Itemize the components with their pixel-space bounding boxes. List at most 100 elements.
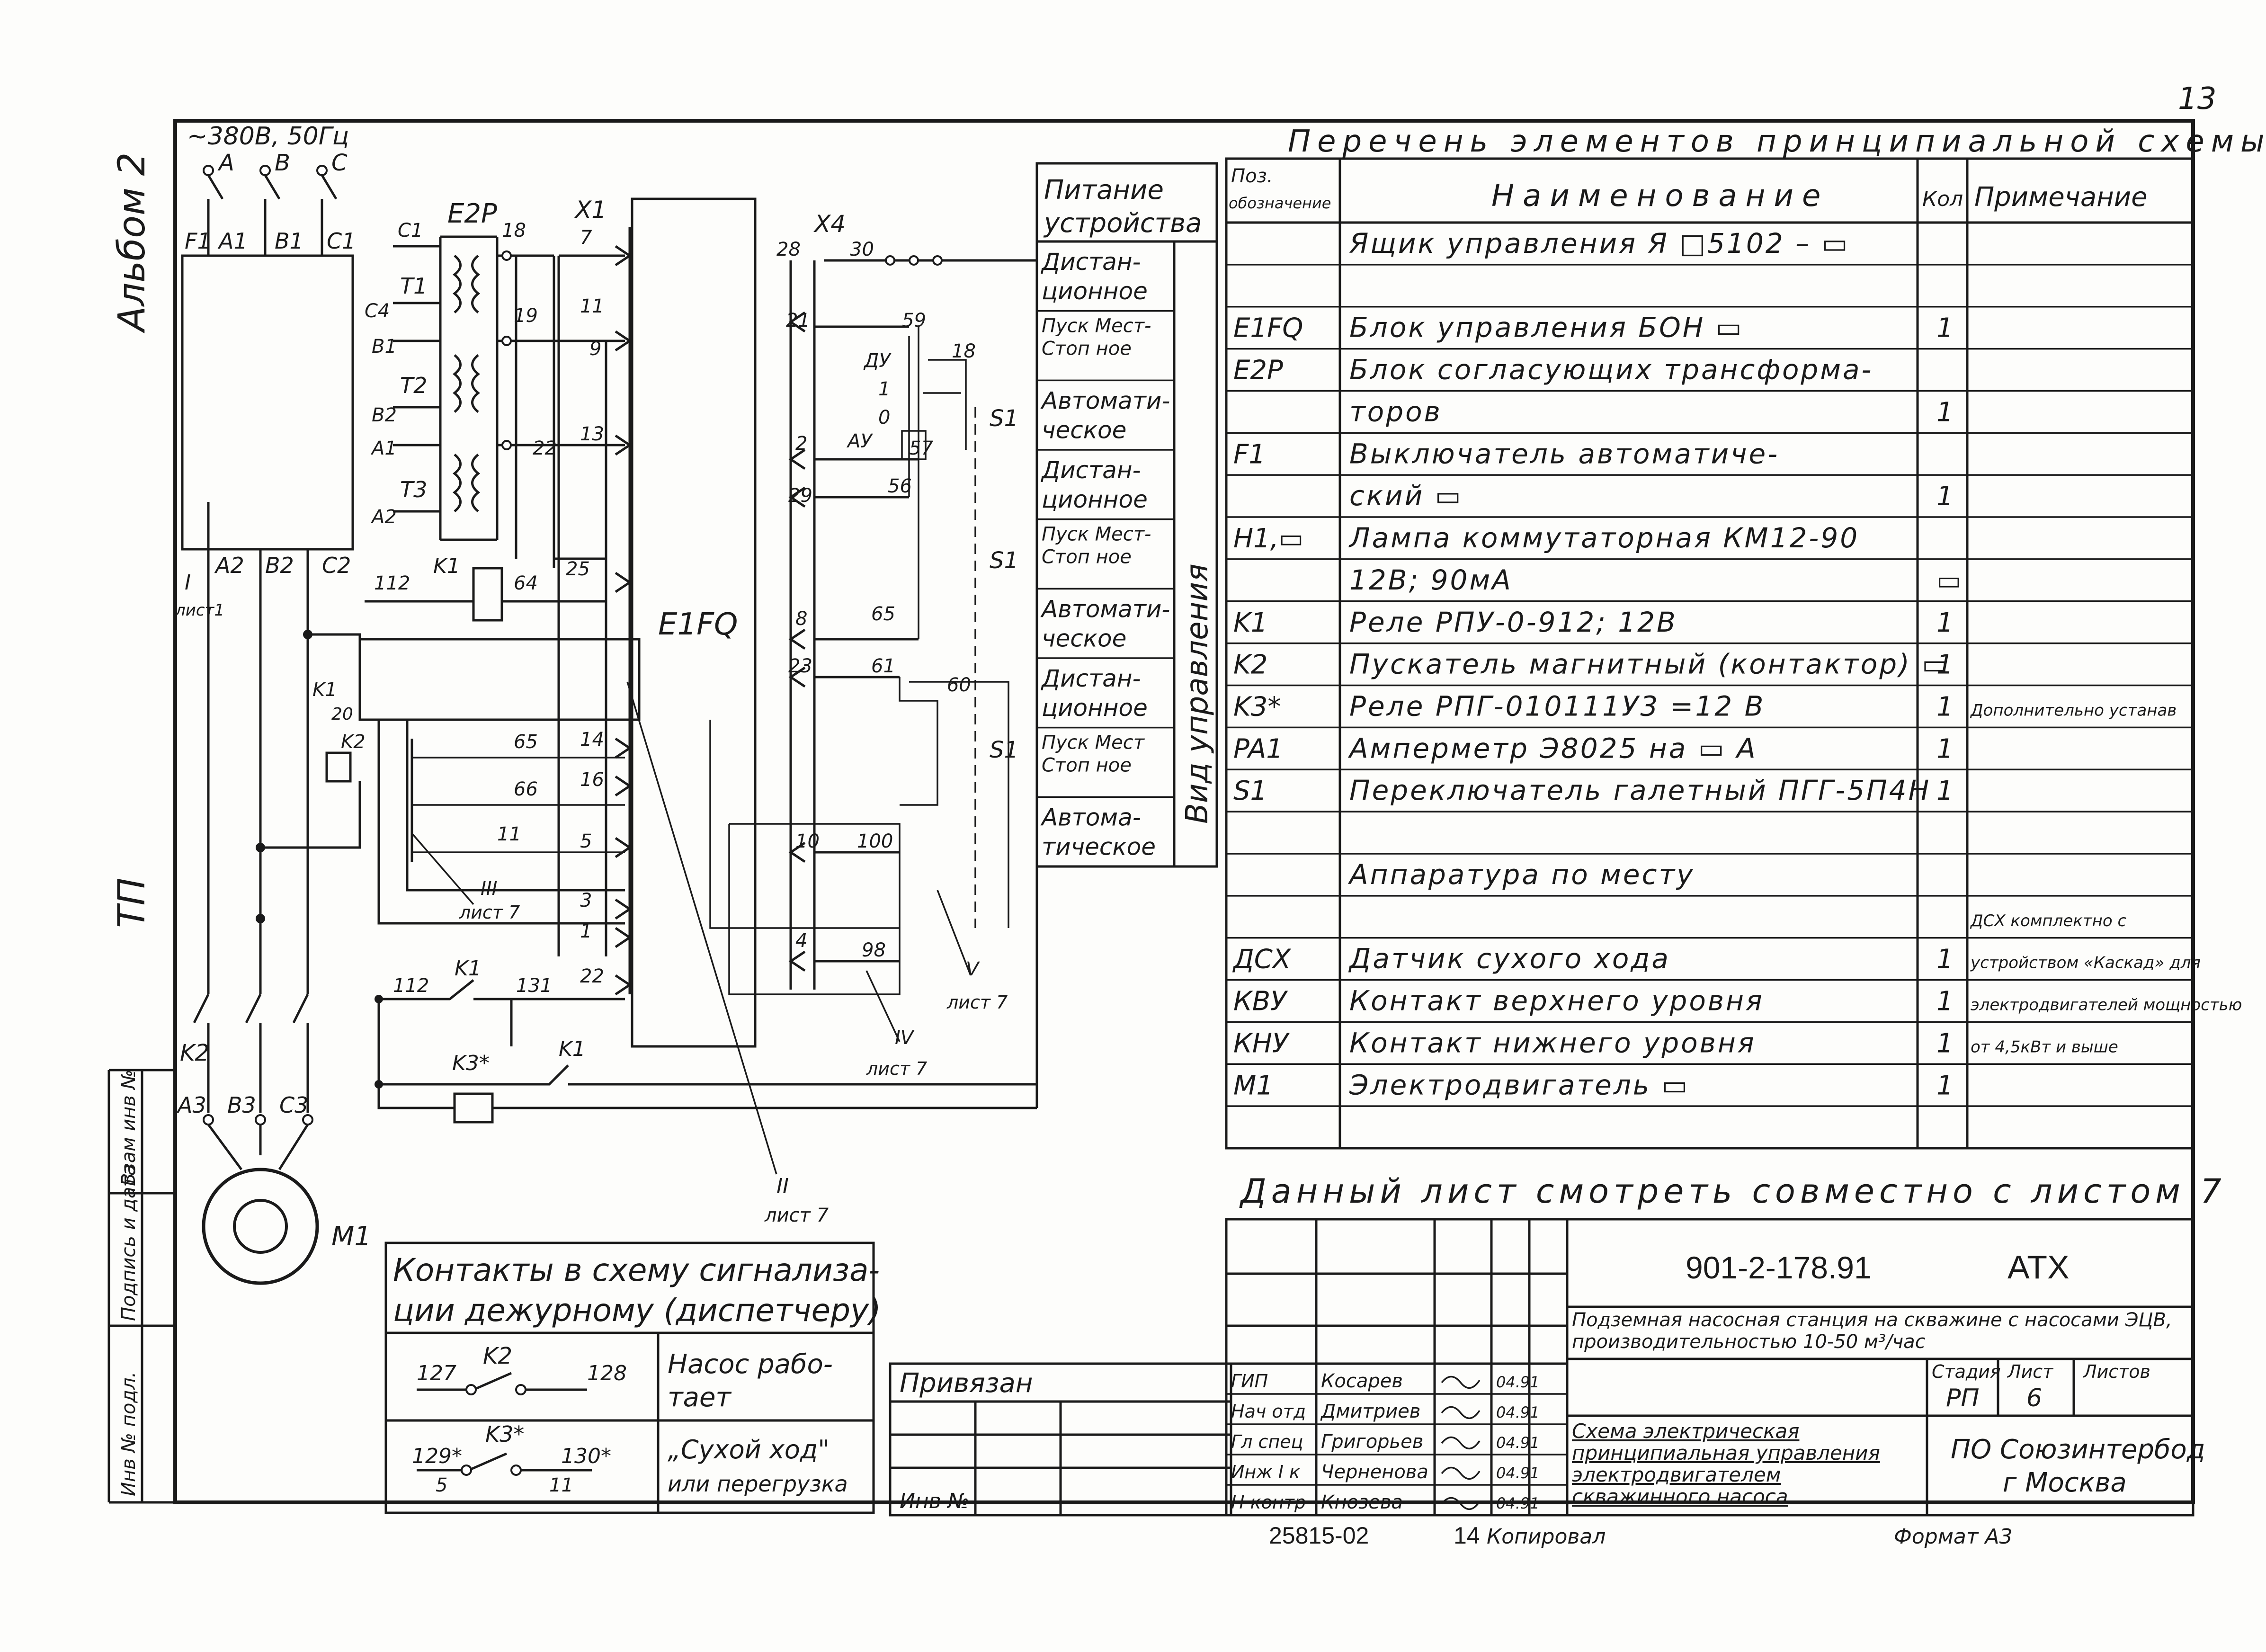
- s1-label-1: S1: [990, 405, 1018, 432]
- element-qty: 1: [1936, 481, 1954, 512]
- wire-59: 56: [888, 475, 912, 497]
- person-signature: [1441, 1406, 1481, 1419]
- schematic: ~380В, 50Гц A B C F1 A1 B1 C1 A2 B2 C2 I…: [175, 122, 1038, 1285]
- element-name: 12В; 90мА: [1349, 564, 1513, 596]
- element-qty: 1: [1936, 313, 1954, 344]
- x1-pin-5: 5: [580, 830, 592, 852]
- footer-copied: Копировал: [1487, 1525, 1606, 1549]
- signals-table: Контакты в схему сигнализа- ции дежурном…: [384, 1241, 881, 1514]
- element-pos: K2: [1233, 650, 1267, 680]
- signals-title-1: Контакты в схему сигнализа-: [393, 1252, 880, 1288]
- stamp-inv-podl: Инв № подл.: [118, 1372, 140, 1496]
- pin-18: 18: [502, 220, 526, 241]
- element-name: Электродвигатель ▭: [1349, 1069, 1689, 1101]
- k3-coil-label: K3*: [452, 1051, 490, 1075]
- person-role: ГИП: [1231, 1371, 1268, 1392]
- element-qty: 1: [1936, 607, 1954, 638]
- sig1-contact: K2: [483, 1343, 512, 1369]
- note-line: Данный лист смотреть совместно с листом …: [1239, 1172, 2226, 1211]
- element-qty: ▭: [1936, 565, 1962, 596]
- privyazan-label: Привязан: [900, 1368, 1033, 1399]
- ref-ii-sheet: лист 7: [764, 1205, 829, 1226]
- element-name: Контакт нижнего уровня: [1349, 1027, 1756, 1059]
- wire-11: 11: [497, 823, 521, 845]
- element-name: Контакт верхнего уровня: [1349, 985, 1764, 1017]
- element-pos: ДСХ: [1232, 944, 1292, 975]
- mode-row-line: Пуск Мест-: [1042, 315, 1151, 337]
- phase-a: A: [217, 150, 234, 176]
- breaker-b1: B1: [275, 228, 303, 254]
- doc-mark: АТХ: [2007, 1249, 2070, 1286]
- wire-98: 98: [862, 939, 886, 961]
- x1-pin-7: 7: [580, 227, 592, 249]
- x4-pin-23: 23: [788, 655, 812, 677]
- modes-header-1: Питание: [1044, 175, 1164, 205]
- control-block-label: E1FQ: [658, 607, 738, 642]
- col-pos-2: обозначение: [1229, 194, 1331, 212]
- element-name: Блок согласующих трансформа-: [1349, 354, 1873, 386]
- k3-coil: [453, 1092, 494, 1124]
- person-role: Н контр: [1231, 1492, 1306, 1513]
- element-note: от 4,5кВт и выше: [1971, 1037, 2118, 1056]
- mode-row-line: ционное: [1042, 277, 1148, 305]
- sheet-header: Лист: [2007, 1361, 2054, 1382]
- motor-a3: A3: [176, 1092, 206, 1118]
- k2-coil-label: K2: [341, 731, 366, 753]
- privyazan-inv: Инв №: [900, 1489, 969, 1513]
- wire-20: 20: [331, 705, 353, 724]
- stage-header: Стадия: [1932, 1361, 2001, 1382]
- element-name: Амперметр Э8025 на ▭ А: [1347, 732, 1757, 764]
- mode-row-line: Стоп ное: [1042, 546, 1132, 568]
- x1-pin-25: 25: [566, 558, 590, 580]
- ref-i: I: [185, 571, 191, 595]
- sheets-header: Листов: [2082, 1361, 2150, 1382]
- x1-pin-22: 22: [580, 965, 604, 987]
- mode-row-line: Стоп ное: [1042, 338, 1132, 360]
- element-qty: 1: [1936, 691, 1954, 722]
- person-signature: [1441, 1375, 1481, 1389]
- sig2-right: 130*: [561, 1444, 611, 1468]
- motor-m1-symbol: [202, 1168, 319, 1285]
- modes-header-2: устройства: [1043, 208, 1202, 239]
- element-qty: 1: [1936, 944, 1954, 975]
- element-note: ДСХ комплектно с: [1970, 911, 2126, 930]
- switch-0: 0: [878, 407, 890, 429]
- element-qty: 1: [1936, 733, 1954, 764]
- elements-table: Перечень элементов принципиальной схемы …: [1225, 124, 2265, 1150]
- org-1: ПО Союзинтербод: [1951, 1434, 2205, 1465]
- x1-label: X1: [574, 196, 607, 223]
- mode-row-line: Пуск Мест-: [1042, 524, 1151, 545]
- tp-label: ТП: [111, 878, 153, 928]
- wire-65: 65: [514, 731, 538, 753]
- stamp-podpis: Подпись и дата: [118, 1164, 140, 1321]
- x1-pin-14: 14: [580, 729, 604, 750]
- mode-row-line: Дистан-: [1041, 456, 1141, 484]
- element-name: Реле РПГ-010111У3 =12 В: [1349, 690, 1765, 722]
- pin-c1: C1: [398, 220, 423, 241]
- mode-row-line: ционное: [1042, 694, 1148, 722]
- person-name: Черненова: [1321, 1461, 1428, 1483]
- sig1-left: 127: [417, 1361, 456, 1385]
- element-pos: F1: [1233, 439, 1266, 470]
- doc-code: 901-2-178.91: [1686, 1250, 1872, 1285]
- project-title: Подземная насосная станция на скважине с…: [1572, 1309, 2172, 1353]
- x4-pin-28: 28: [776, 239, 801, 260]
- breaker-c1: C1: [327, 228, 356, 254]
- element-name: Аппаратура по месту: [1347, 858, 1695, 891]
- breaker-a1: A1: [217, 228, 248, 254]
- person-date: 04.91: [1496, 1434, 1540, 1452]
- page-number: 13: [2178, 81, 2216, 116]
- x1-pin-11: 11: [580, 295, 604, 317]
- mode-row-line: Дистан-: [1041, 248, 1141, 276]
- footer-num: 25815-02: [1269, 1522, 1369, 1549]
- motor-label: M1: [331, 1221, 371, 1252]
- privyazan-block: Привязан Инв №: [889, 1362, 1232, 1517]
- element-name: Блок управления БОН ▭: [1349, 312, 1744, 344]
- mode-row-line: тическое: [1042, 833, 1156, 860]
- sig2-desc-2: или перегрузка: [668, 1471, 848, 1497]
- relay-k1-label: K1: [433, 554, 460, 578]
- breaker-f1: [181, 254, 354, 551]
- control-block-e1fq: [631, 197, 757, 1048]
- ref-iii-sheet: лист 7: [459, 902, 520, 923]
